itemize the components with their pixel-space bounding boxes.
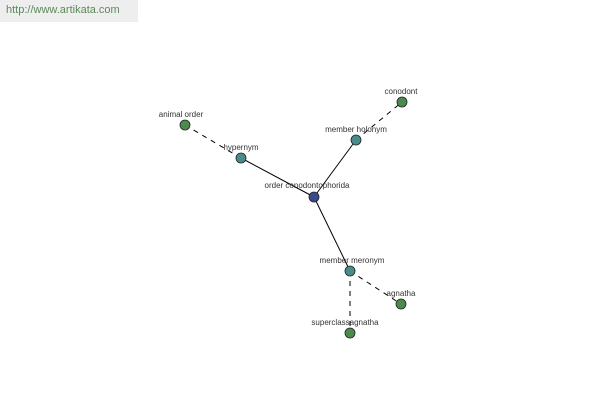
node-marker[interactable]: [179, 119, 191, 131]
node-label: member holonym: [325, 125, 387, 134]
node-marker[interactable]: [308, 191, 320, 203]
node-member-meronym[interactable]: member meronym: [320, 256, 385, 277]
node-label: member meronym: [320, 256, 385, 265]
edge-center-member_meronym: [313, 196, 351, 272]
graph-nodes: order conodontophorida hypernym animal ord…: [159, 87, 419, 339]
node-marker[interactable]: [350, 134, 362, 146]
edge-center-hypernym: [240, 157, 315, 198]
node-marker[interactable]: [395, 298, 407, 310]
node-marker[interactable]: [344, 327, 356, 339]
node-member-holonym[interactable]: member holonym: [325, 125, 387, 146]
node-label: animal order: [159, 110, 204, 119]
node-label: hypernym: [223, 143, 258, 152]
node-center[interactable]: order conodontophorida: [265, 181, 351, 203]
node-hypernym[interactable]: hypernym: [223, 143, 259, 164]
edge-member_meronym-agnatha: [349, 270, 402, 305]
node-label: order conodontophorida: [265, 181, 351, 190]
node-animal-order[interactable]: animal order: [159, 110, 204, 131]
node-label: agnatha: [387, 289, 416, 298]
node-marker[interactable]: [396, 96, 408, 108]
watermark-bar: http://www.artikata.com: [0, 0, 138, 22]
node-marker[interactable]: [235, 152, 247, 164]
node-marker[interactable]: [344, 265, 356, 277]
edge-member_holonym-conodont: [355, 101, 403, 141]
watermark-link[interactable]: http://www.artikata.com: [6, 4, 120, 16]
edge-center-member_holonym: [313, 139, 357, 198]
node-superclass-agnatha[interactable]: superclassagnatha: [311, 318, 379, 339]
edge-hypernym-animal_order: [184, 124, 242, 159]
node-conodont[interactable]: conodont: [385, 87, 419, 108]
node-agnatha[interactable]: agnatha: [387, 289, 416, 310]
graph-edges: [184, 101, 403, 333]
node-label: conodont: [385, 87, 419, 96]
node-label: superclassagnatha: [311, 318, 379, 327]
